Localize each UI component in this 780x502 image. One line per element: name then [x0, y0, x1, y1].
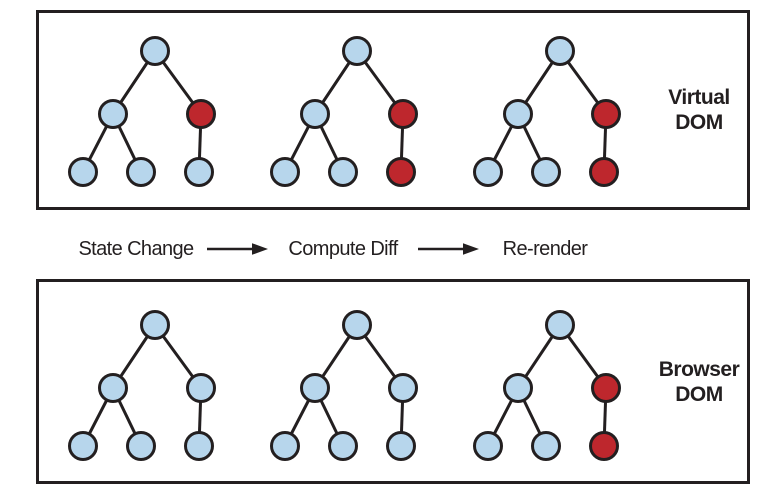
tree-node-right-child-red [388, 99, 418, 129]
tree-node-root-blue [342, 310, 372, 340]
right-arrow-icon [418, 243, 479, 255]
virtual-dom-tree-3 [473, 36, 621, 187]
tree-node-left-child-blue [98, 373, 128, 403]
tree-node-right-grandchild-blue [386, 431, 416, 461]
browser-dom-label-line1: Browser [658, 357, 740, 381]
tree-node-right-child-red [186, 99, 216, 129]
tree-node-right-grandchild-red [589, 157, 619, 187]
flow-step-compute-diff: Compute Diff [288, 236, 398, 262]
virtual-dom-label: Virtual DOM [644, 85, 754, 135]
flow-row: State Change Compute Diff Re-render [0, 236, 780, 262]
tree-node-left-child-blue [300, 373, 330, 403]
flow-step-label: Re-render [502, 237, 588, 260]
flow-step-label: Compute Diff [288, 237, 398, 260]
tree-node-left-grandchild-2-blue [126, 431, 156, 461]
tree-node-right-grandchild-blue [184, 431, 214, 461]
tree-node-left-child-blue [300, 99, 330, 129]
browser-dom-label-line2: DOM [675, 382, 723, 406]
tree-node-left-child-blue [503, 373, 533, 403]
tree-node-right-child-blue [388, 373, 418, 403]
tree-node-left-grandchild-2-blue [531, 431, 561, 461]
tree-node-left-grandchild-1-blue [270, 431, 300, 461]
browser-dom-panel: Browser DOM [36, 279, 750, 484]
tree-node-left-grandchild-2-blue [531, 157, 561, 187]
tree-node-left-grandchild-1-blue [270, 157, 300, 187]
right-arrow-icon [207, 243, 268, 255]
tree-node-left-grandchild-1-blue [68, 431, 98, 461]
tree-node-right-child-blue [186, 373, 216, 403]
tree-node-left-child-blue [503, 99, 533, 129]
tree-node-root-blue [545, 36, 575, 66]
tree-node-right-child-red [591, 373, 621, 403]
browser-dom-tree-2 [270, 310, 418, 461]
flow-arrow-1 [207, 236, 269, 262]
tree-node-right-grandchild-blue [184, 157, 214, 187]
browser-dom-tree-1 [68, 310, 216, 461]
tree-node-right-child-red [591, 99, 621, 129]
tree-node-root-blue [140, 36, 170, 66]
virtual-dom-panel: Virtual DOM [36, 10, 750, 210]
virtual-dom-label-line1: Virtual [668, 86, 730, 109]
tree-node-left-grandchild-2-blue [328, 157, 358, 187]
tree-node-root-blue [545, 310, 575, 340]
tree-node-left-grandchild-2-blue [328, 431, 358, 461]
tree-node-left-grandchild-1-blue [68, 157, 98, 187]
flow-step-label: State Change [78, 237, 194, 260]
virtual-dom-label-line2: DOM [675, 111, 723, 134]
virtual-dom-tree-1 [68, 36, 216, 187]
flow-step-state-change: State Change [78, 236, 194, 262]
browser-dom-label: Browser DOM [644, 357, 754, 407]
tree-node-left-grandchild-2-blue [126, 157, 156, 187]
tree-node-right-grandchild-red [589, 431, 619, 461]
tree-node-left-grandchild-1-blue [473, 157, 503, 187]
tree-node-root-blue [140, 310, 170, 340]
virtual-dom-tree-2 [270, 36, 418, 187]
flow-step-re-render: Re-render [503, 236, 588, 262]
tree-node-left-child-blue [98, 99, 128, 129]
tree-node-right-grandchild-red [386, 157, 416, 187]
tree-node-left-grandchild-1-blue [473, 431, 503, 461]
tree-node-root-blue [342, 36, 372, 66]
flow-arrow-2 [418, 236, 480, 262]
browser-dom-tree-3 [473, 310, 621, 461]
